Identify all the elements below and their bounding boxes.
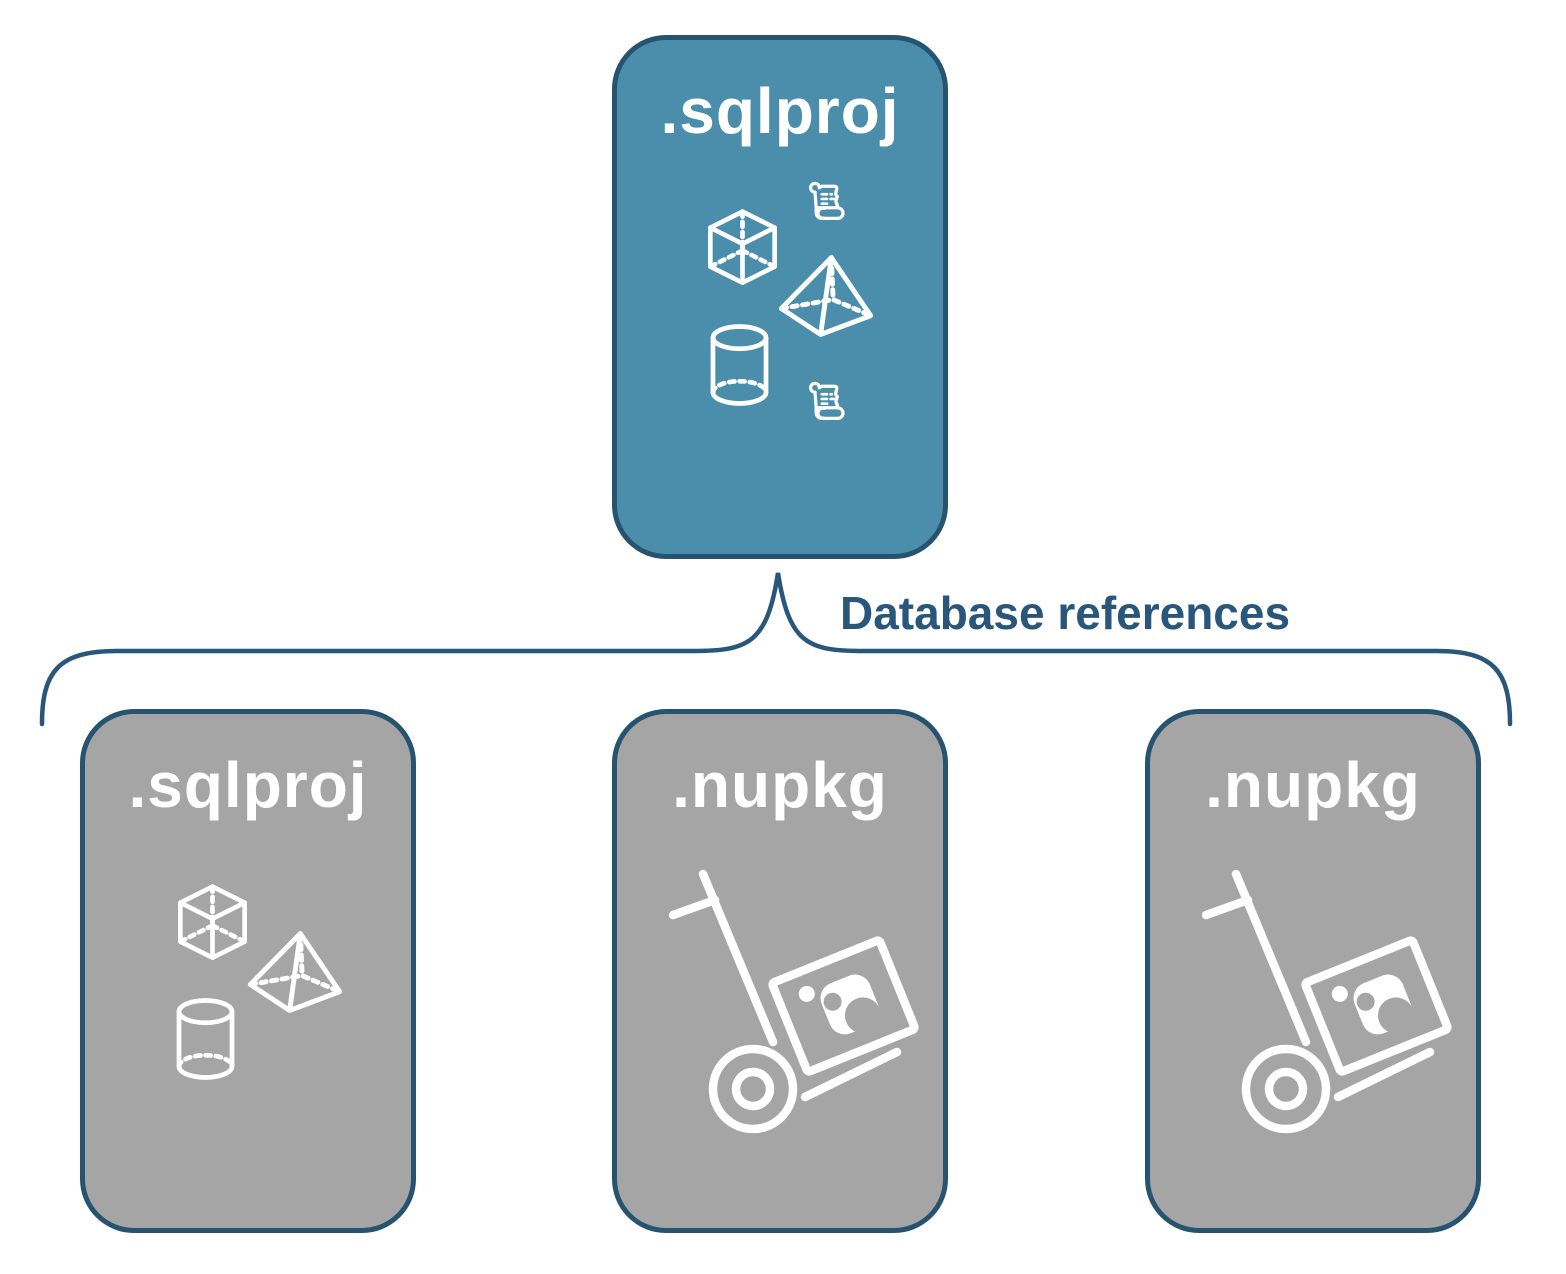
connector-label: Database references: [840, 587, 1291, 639]
node-label: .sqlproj: [128, 749, 368, 821]
scroll-icon: [800, 176, 853, 229]
node-nupkg-reference-2: .nupkg: [1145, 709, 1481, 1233]
node-sqlproj-root: .sqlproj: [612, 35, 948, 559]
cube-icon: [700, 204, 785, 292]
pyramid-icon: [245, 929, 345, 1015]
pyramid-icon: [776, 253, 876, 339]
node-label: .sqlproj: [660, 75, 900, 147]
nuget-hand-truck-icon: [647, 854, 932, 1154]
node-label: .nupkg: [1205, 749, 1421, 821]
cylinder-icon: [173, 997, 238, 1081]
scroll-icon: [800, 376, 853, 429]
cylinder-icon: [707, 323, 772, 407]
cube-icon: [170, 879, 255, 967]
node-nupkg-reference-1: .nupkg: [612, 709, 948, 1233]
nuget-hand-truck-icon: [1180, 854, 1465, 1154]
node-sqlproj-reference: .sqlproj: [80, 709, 416, 1233]
node-label: .nupkg: [672, 749, 888, 821]
